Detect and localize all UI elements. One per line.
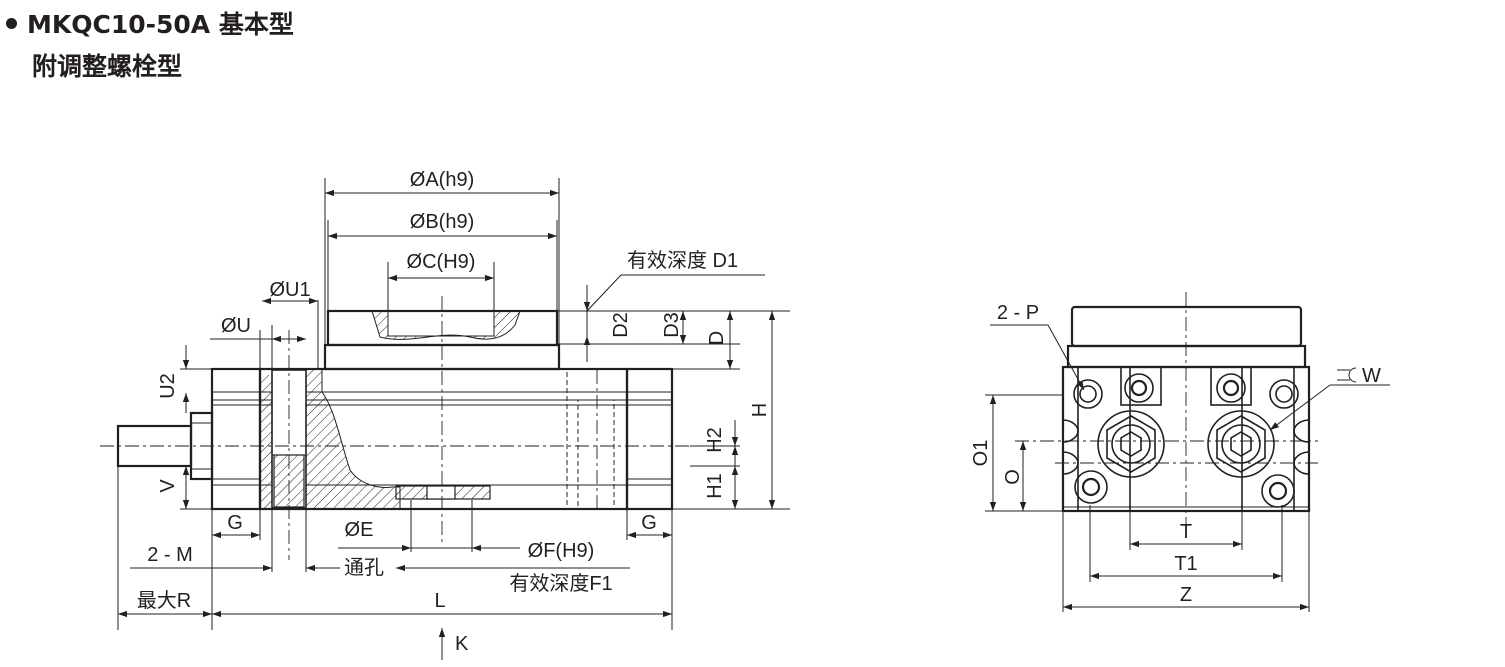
label-dia-f: ØF(H9) xyxy=(528,540,595,562)
label-k: K xyxy=(455,633,469,655)
label-2-p: 2 - P xyxy=(997,302,1039,324)
label-w: W xyxy=(1362,365,1381,387)
front-view: ØA(h9) ØB(h9) ØC(H9) 有效深度 D1 ØU1 ØU U2 V… xyxy=(100,169,790,660)
side-body xyxy=(1061,365,1311,513)
label-dia-u1: ØU1 xyxy=(269,279,310,301)
label-v: V xyxy=(157,479,179,493)
wrench-icon xyxy=(1337,367,1357,383)
mounting-hole xyxy=(1073,379,1103,409)
rotary-table xyxy=(326,309,559,347)
port-hole xyxy=(1124,373,1154,403)
right-end-cap xyxy=(625,367,674,511)
adjusting-bolt-hex xyxy=(1207,410,1275,478)
body-section-hatch xyxy=(304,368,401,510)
label-dia-u: ØU xyxy=(221,315,251,337)
title-line-1: MKQC10-50A 基本型 xyxy=(6,4,294,46)
side-flange xyxy=(1066,344,1307,369)
table-section-hatch xyxy=(371,310,521,340)
bearing-gap xyxy=(426,485,456,500)
side-slot xyxy=(1293,419,1310,443)
mounting-hole xyxy=(1269,379,1299,409)
label-o1: O1 xyxy=(970,440,992,467)
label-z: Z xyxy=(1180,584,1192,606)
title-model-text: MKQC10-50A 基本型 xyxy=(27,10,294,39)
port-hole xyxy=(1216,373,1246,403)
side-slot xyxy=(1062,451,1079,475)
hidden-bore xyxy=(566,368,628,510)
title-line-2: 附调整螺栓型 xyxy=(32,52,183,81)
label-u2: U2 xyxy=(157,373,179,399)
label-g-right: G xyxy=(641,512,657,534)
mounting-hole xyxy=(1261,474,1295,508)
label-dia-e: ØE xyxy=(345,519,374,541)
port-block xyxy=(1210,366,1252,406)
label-dia-c: ØC(H9) xyxy=(407,251,476,273)
hidden-bore-inner xyxy=(577,399,615,510)
label-dia-b: ØB(h9) xyxy=(410,211,474,233)
label-o: O xyxy=(1002,469,1024,485)
side-table xyxy=(1070,305,1303,348)
label-through-hole: 通孔 xyxy=(344,556,384,579)
label-max-r: 最大R xyxy=(137,589,191,612)
label-l: L xyxy=(434,590,445,612)
label-h1: H1 xyxy=(704,473,726,499)
label-d: D xyxy=(706,331,728,345)
label-effective-depth-f1: 有效深度F1 xyxy=(509,572,612,595)
d1-leader xyxy=(586,274,622,312)
left-end-cap xyxy=(210,367,262,511)
label-h2: H2 xyxy=(704,427,726,453)
side-view: 2 - P W O1 O T T1 Z xyxy=(970,292,1390,612)
label-dia-a: ØA(h9) xyxy=(410,169,474,191)
p-leader xyxy=(1047,324,1085,391)
label-t1: T1 xyxy=(1174,553,1197,575)
adjusting-bolt-hex xyxy=(1097,410,1165,478)
bullet-icon xyxy=(6,17,17,29)
side-slot xyxy=(1062,419,1079,443)
label-g-left: G xyxy=(227,512,243,534)
w-leader xyxy=(1269,384,1331,431)
label-h: H xyxy=(749,403,771,417)
mounting-hole xyxy=(1074,470,1108,504)
label-2-m: 2 - M xyxy=(147,544,193,566)
label-d2: D2 xyxy=(610,312,632,338)
label-d3: D3 xyxy=(661,312,683,338)
label-t: T xyxy=(1180,521,1192,543)
label-effective-depth-d1: 有效深度 D1 xyxy=(627,249,738,272)
port-block xyxy=(1120,366,1162,406)
diagram-title: MKQC10-50A 基本型 附调整螺栓型 xyxy=(6,4,294,88)
